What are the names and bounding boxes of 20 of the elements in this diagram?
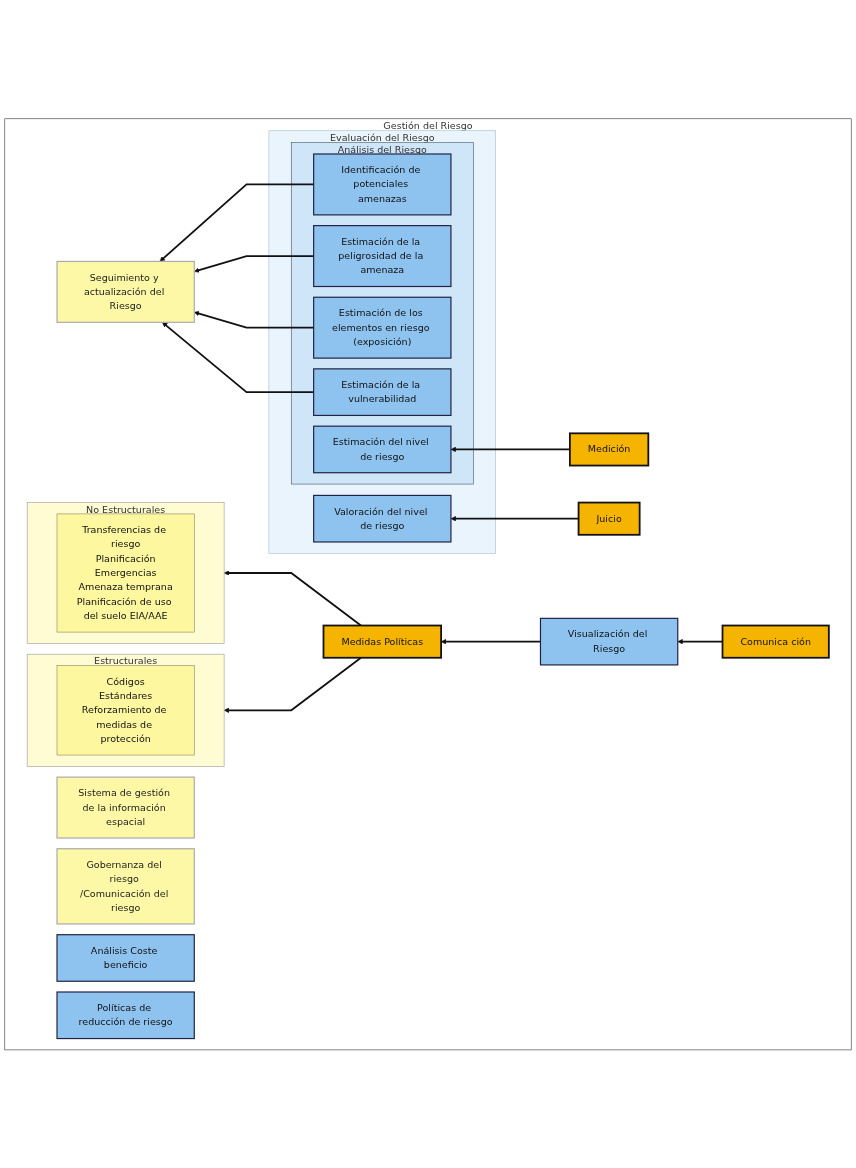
node-box: Juicio — [577, 501, 641, 536]
node-box: Visualización del Riesgo — [539, 617, 679, 666]
arrow — [223, 570, 362, 627]
node-box: Estimación de la peligrosidad de la amenaza — [313, 224, 452, 287]
node-box: Estimación del nivel de riesgo — [313, 425, 452, 473]
node-box: Medidas Políticas — [322, 624, 442, 659]
node-box: Gobernanza del riesgo /Comunicación del riesgo — [56, 847, 195, 925]
node-box: Comunica ción — [721, 624, 830, 659]
node-box: Medición — [569, 432, 650, 467]
node-box: Transferencias de riesgo Planificación Emergencias Amenaza temprana Planificación de uso del suelo EIA/AAE — [56, 513, 195, 633]
arrow — [223, 656, 362, 713]
node-box: Análisis Coste beneficio — [56, 933, 195, 982]
node-box: Valoración del nivel de riesgo — [313, 494, 452, 543]
node-box: Sistema de gestión de la información espacial — [56, 776, 195, 839]
node-box: Políticas de reducción de riesgo — [56, 991, 195, 1039]
node-box: Identificación de potenciales amenazas — [313, 153, 452, 216]
node-box: Estimación de la vulnerabilidad — [313, 367, 452, 416]
node-box: Seguimiento y actualización del Riesgo — [56, 260, 195, 323]
node-box: Códigos Estándares Reforzamiento de medidas de protección — [56, 664, 195, 755]
node-box: Estimación de los elementos en riesgo (exposición) — [313, 296, 452, 359]
